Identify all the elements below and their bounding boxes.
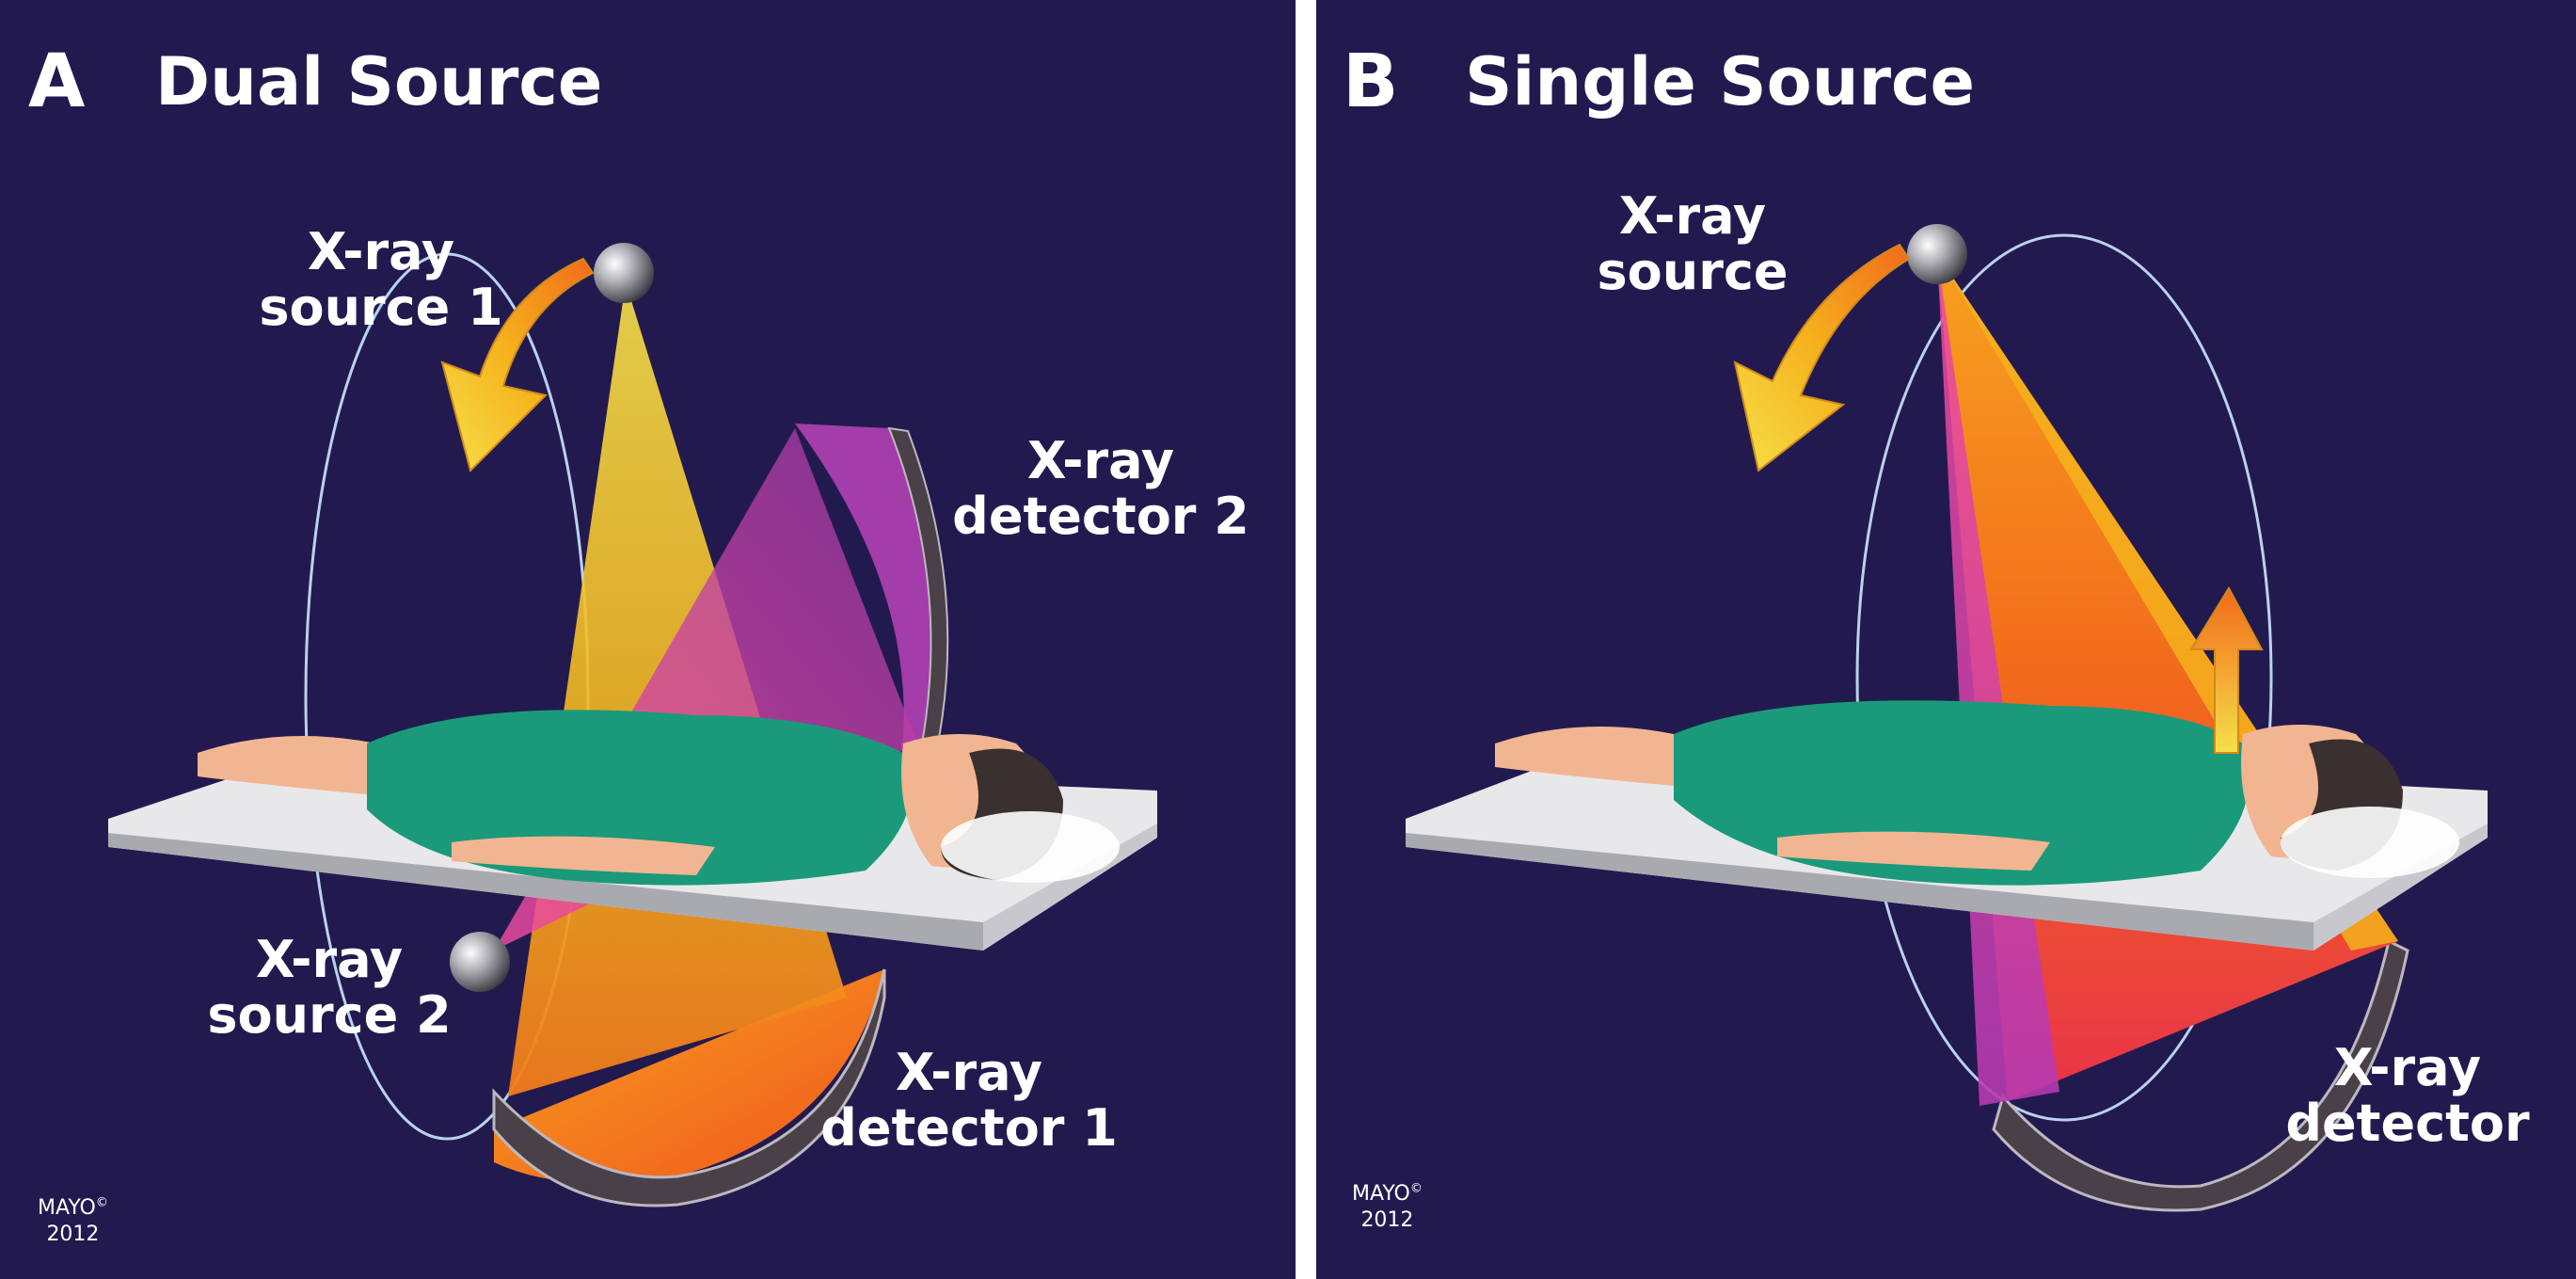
detector-1 <box>494 969 884 1184</box>
panel-title-b: Single Source <box>1465 43 1976 120</box>
source-ball <box>1907 224 1967 284</box>
detector <box>1992 938 2409 1212</box>
label-source-1: X-ray source 1 <box>259 222 503 338</box>
label-source-2: X-ray source 2 <box>207 930 452 1046</box>
patient-arm <box>452 836 715 875</box>
pillow <box>2281 807 2459 878</box>
detector-1-edge <box>492 968 886 1207</box>
patient-legs <box>1495 727 1674 786</box>
patient-table-side <box>1406 833 2314 951</box>
panel-dual-source: A Dual Source X-ray source 1 X-ray detec… <box>0 0 1296 1279</box>
label-detector-2: X-ray detector 2 <box>952 431 1249 547</box>
detector-2 <box>795 424 931 747</box>
gantry-orbit <box>1855 233 2273 1122</box>
pillow <box>941 811 1120 883</box>
panel-single-source: B Single Source X-ray source X-ray detec… <box>1316 0 2576 1279</box>
source-2-ball <box>450 932 510 992</box>
source-1-ball <box>594 243 654 303</box>
rotation-arrow-right <box>2189 585 2264 754</box>
rotation-arrow <box>440 257 595 472</box>
copyright-mark-b: MAYO© 2012 <box>1352 1181 1423 1232</box>
label-detector: X-ray detector <box>2285 1038 2530 1154</box>
label-detector-1: X-ray detector 1 <box>820 1043 1118 1159</box>
panel-letter-b: B <box>1343 40 1399 124</box>
patient-arm <box>1777 831 2050 871</box>
label-source: X-ray source <box>1597 186 1789 302</box>
single-source-illustration <box>1406 224 2488 1212</box>
dual-source-illustration <box>108 243 1157 1207</box>
patient-table-side <box>108 833 983 951</box>
panel-title-a: Dual Source <box>155 43 603 120</box>
panel-letter-a: A <box>28 40 86 124</box>
rotation-arrow-top <box>1733 243 1911 472</box>
copyright-mark-a: MAYO© 2012 <box>38 1195 108 1246</box>
patient-legs <box>198 736 376 795</box>
